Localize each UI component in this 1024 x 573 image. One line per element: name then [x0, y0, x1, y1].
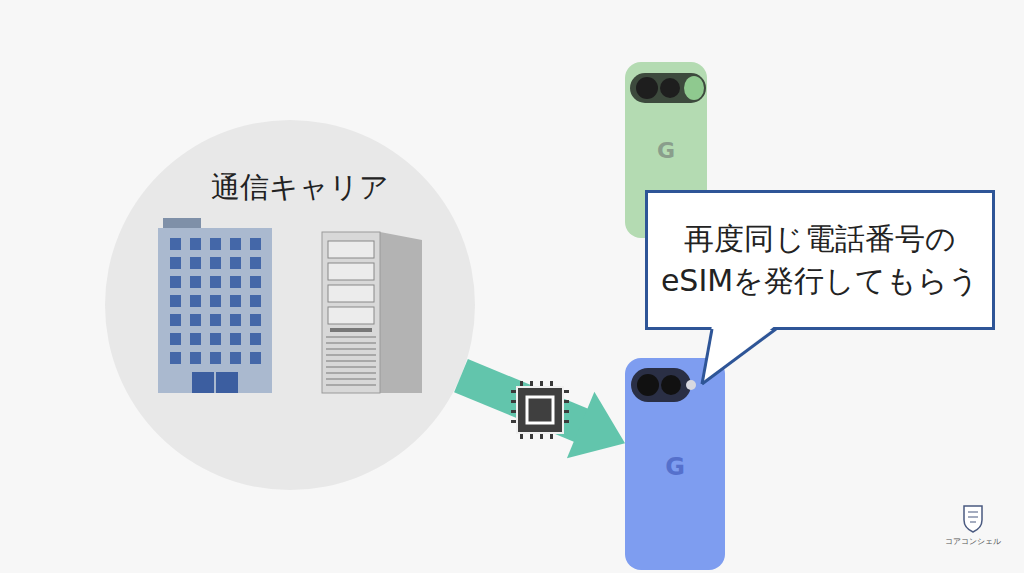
node-text: G [657, 138, 675, 163]
node-text: G [665, 453, 685, 481]
carrier-circle: 通信キャリア [105, 120, 475, 490]
node-text: 通信キャリア [211, 168, 389, 208]
arrow-head [567, 392, 625, 459]
chip-icon [511, 381, 569, 439]
arrow-connector [461, 376, 625, 459]
watermark-text: コアコンシェル [940, 536, 1006, 547]
callout-box: 再度同じ電話番号の eSIMを発行してもらう [645, 190, 995, 330]
connector-layer [461, 376, 625, 459]
arrow-shaft [461, 376, 582, 426]
node-text: 再度同じ電話番号の eSIMを発行してもらう [660, 218, 980, 302]
phone-blue: G [625, 358, 725, 570]
watermark-logo [964, 506, 982, 532]
